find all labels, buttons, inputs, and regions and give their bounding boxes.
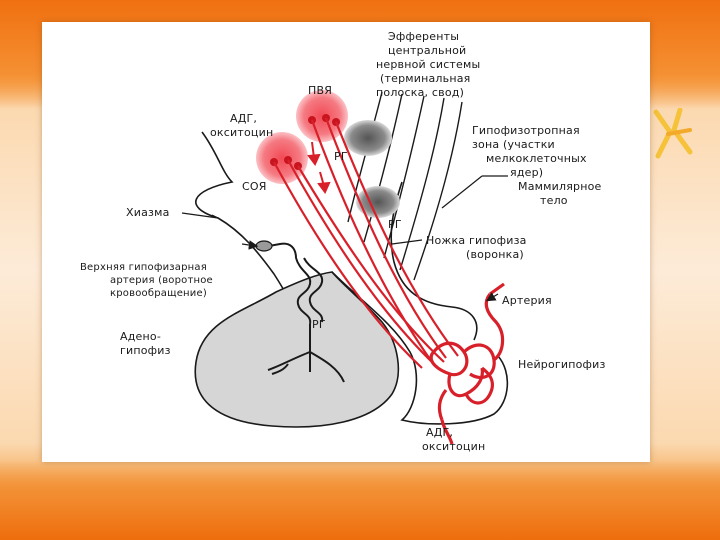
svg-text:окситоцин: окситоцин <box>422 440 485 453</box>
svg-text:ядер): ядер) <box>510 166 543 179</box>
label-efferent-4: (терминальная <box>380 72 471 85</box>
svg-text:РГ: РГ <box>312 318 326 331</box>
svg-text:зона (участки: зона (участки <box>472 138 555 151</box>
label-pva: ПВЯ <box>308 84 332 97</box>
svg-text:АДГ,: АДГ, <box>426 426 453 439</box>
label-neuro: Нейрогипофиз <box>518 358 606 371</box>
label-hypophysiotropic-1: Гипофизотропная <box>472 124 580 137</box>
label-efferent-3: нервной системы <box>376 58 480 71</box>
svg-text:центральной: центральной <box>388 44 466 57</box>
svg-text:Верхняя гипофизарная: Верхняя гипофизарная <box>80 262 207 273</box>
svg-text:СОЯ: СОЯ <box>242 180 267 193</box>
svg-text:АДГ,: АДГ, <box>230 112 257 125</box>
label-soya: СОЯ <box>242 180 267 193</box>
label-adeno-1: Адено- <box>120 330 161 343</box>
label-hypophysiotropic-3: мелкоклеточных <box>486 152 587 165</box>
label-stalk-2: (воронка) <box>466 248 524 261</box>
svg-text:РГ: РГ <box>388 218 402 231</box>
superior-hypophyseal-artery-icon <box>255 240 273 252</box>
hypothalamus-pituitary-diagram: Эфференты центральной нервной системы (т… <box>80 30 606 453</box>
decorative-sparkle-icon <box>653 108 693 159</box>
axon-flow-arrows <box>307 141 331 194</box>
label-mammillary-1: Маммилярное <box>518 180 602 193</box>
svg-text:(терминальная: (терминальная <box>380 72 471 85</box>
svg-text:Гипофизотропная: Гипофизотропная <box>472 124 580 137</box>
label-adh-top-2: окситоцин <box>210 126 273 139</box>
adenohypophysis-lobe <box>194 271 400 428</box>
label-sup-artery-3: кровообращение) <box>110 288 207 299</box>
svg-text:полоска, свод): полоска, свод) <box>376 86 464 99</box>
label-sup-artery-1: Верхняя гипофизарная <box>80 262 207 273</box>
leader-lines <box>181 175 508 302</box>
svg-text:Адено-: Адено- <box>120 330 161 343</box>
svg-text:Артерия: Артерия <box>502 294 552 307</box>
svg-text:артерия (воротное: артерия (воротное <box>110 275 213 286</box>
svg-text:Ножка гипофиза: Ножка гипофиза <box>426 234 527 247</box>
svg-text:мелкоклеточных: мелкоклеточных <box>486 152 587 165</box>
label-sup-artery-2: артерия (воротное <box>110 275 213 286</box>
svg-text:нервной системы: нервной системы <box>376 58 480 71</box>
hypophysiotropic-nucleus-upper <box>344 120 392 156</box>
diagram-labels: Эфференты центральной нервной системы (т… <box>80 30 606 453</box>
label-hypophysiotropic-2: зона (участки <box>472 138 555 151</box>
svg-text:Эфференты: Эфференты <box>388 30 459 43</box>
svg-text:(воронка): (воронка) <box>466 248 524 261</box>
neurohypophysis-outline <box>331 271 509 425</box>
label-chiasm: Хиазма <box>126 206 170 219</box>
background-bottom-stripe <box>0 460 720 540</box>
label-efferent-5: полоска, свод) <box>376 86 464 99</box>
label-adh-top-1: АДГ, <box>230 112 257 125</box>
label-rg-1: РГ <box>334 150 348 163</box>
diagram-slide: Эфференты центральной нервной системы (т… <box>42 22 650 462</box>
svg-text:гипофиз: гипофиз <box>120 344 171 357</box>
label-mammillary-2: тело <box>540 194 568 207</box>
svg-text:Хиазма: Хиазма <box>126 206 170 219</box>
label-efferent-1: Эфференты <box>388 30 459 43</box>
svg-text:Нейрогипофиз: Нейрогипофиз <box>518 358 606 371</box>
label-rg-2: РГ <box>388 218 402 231</box>
neurosecretory-axons <box>273 117 459 369</box>
svg-text:ПВЯ: ПВЯ <box>308 84 332 97</box>
label-adeno-2: гипофиз <box>120 344 171 357</box>
label-adh-bottom-1: АДГ, <box>426 426 453 439</box>
paraventricular-nucleus <box>296 90 348 142</box>
svg-text:кровообращение): кровообращение) <box>110 288 207 299</box>
label-efferent-2: центральной <box>388 44 466 57</box>
svg-text:РГ: РГ <box>334 150 348 163</box>
label-artery: Артерия <box>502 294 552 307</box>
label-hypophysiotropic-4: ядер) <box>510 166 543 179</box>
hypophysiotropic-nucleus-lower <box>356 186 400 218</box>
neurohypophysis-capillaries <box>429 282 505 445</box>
svg-text:тело: тело <box>540 194 568 207</box>
stalk-right-outline <box>390 181 478 341</box>
svg-text:окситоцин: окситоцин <box>210 126 273 139</box>
portal-vessels <box>257 242 345 383</box>
label-rg-3: РГ <box>312 318 326 331</box>
svg-text:Маммилярное: Маммилярное <box>518 180 602 193</box>
label-adh-bottom-2: окситоцин <box>422 440 485 453</box>
label-stalk-1: Ножка гипофиза <box>426 234 527 247</box>
